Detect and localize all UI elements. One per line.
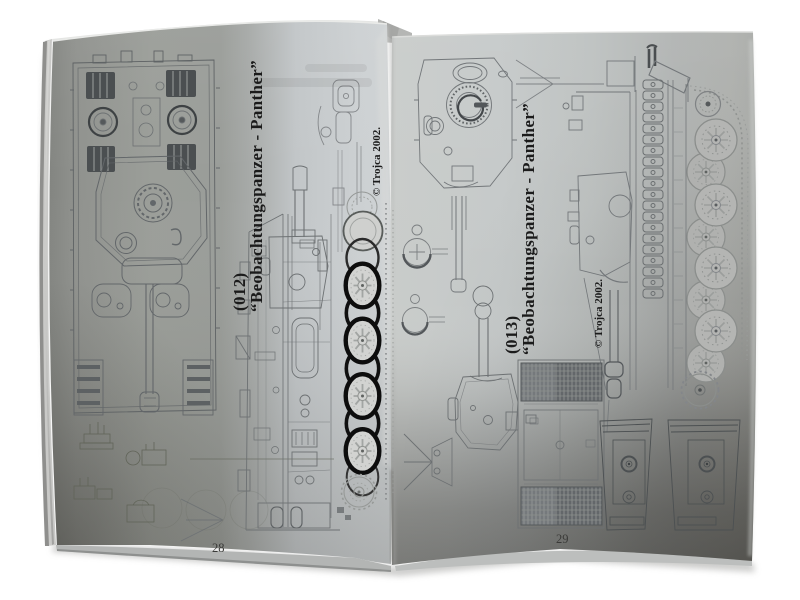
svg-text:© Trojca 2002.: © Trojca 2002. bbox=[371, 127, 383, 196]
svg-text:“Beobachtungspanzer - Panther”: “Beobachtungspanzer - Panther” bbox=[519, 103, 538, 355]
svg-text:28: 28 bbox=[212, 541, 225, 555]
svg-text:(012): (012) bbox=[230, 272, 249, 311]
svg-text:“Beobachtungspanzer - Panther”: “Beobachtungspanzer - Panther” bbox=[247, 60, 266, 312]
svg-text:29: 29 bbox=[556, 532, 569, 546]
svg-text:© Trojca 2002.: © Trojca 2002. bbox=[593, 279, 605, 348]
svg-text:(013): (013) bbox=[502, 315, 521, 354]
